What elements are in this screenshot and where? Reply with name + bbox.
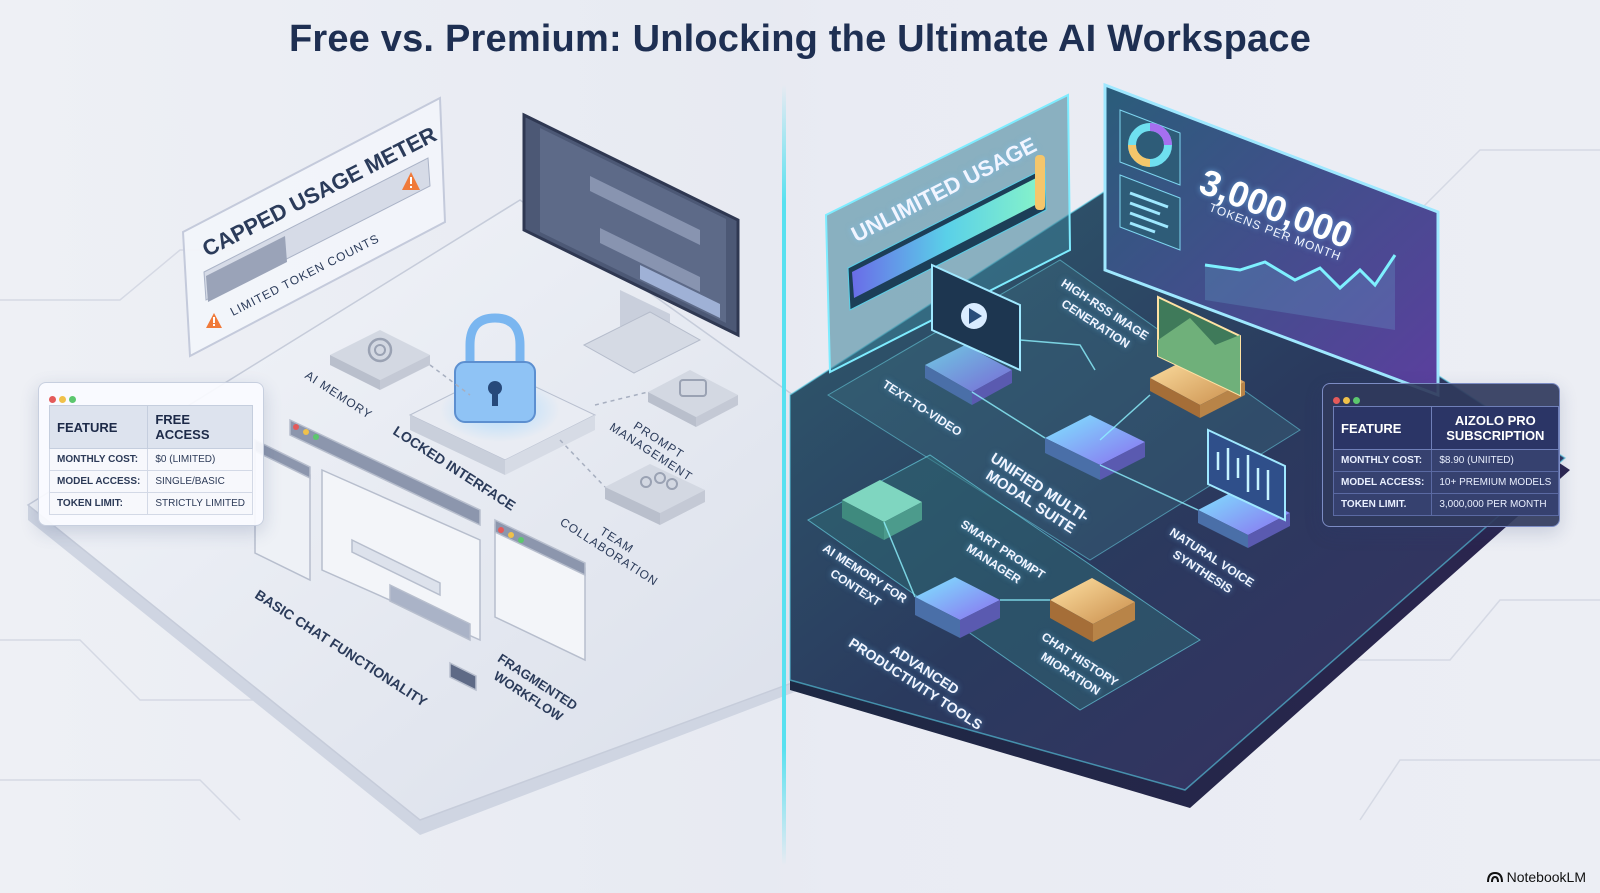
table-header: FREE ACCESS — [147, 405, 253, 449]
table-row: MODEL ACCESS: SINGLE/BASIC — [48, 470, 253, 493]
table-header: FEATURE — [48, 405, 149, 449]
window-controls — [293, 424, 524, 543]
table-row: TOKEN LIMIT. 3,000,000 PER MONTH — [1332, 493, 1560, 516]
table-cell: 3,000,000 PER MONTH — [1431, 493, 1560, 516]
window-controls — [1333, 391, 1363, 409]
table-header: FEATURE — [1332, 406, 1433, 450]
fragmented-windows — [254, 418, 586, 692]
text-to-video-tile — [925, 263, 1021, 405]
donut-chart-icon — [1128, 123, 1172, 167]
table-cell: TOKEN LIMIT. — [1332, 493, 1433, 516]
ai-memory-context-tile — [842, 480, 922, 540]
locked-interface — [408, 313, 597, 475]
table-cell: MONTHLY COST: — [1332, 449, 1433, 472]
tokens-trend-line — [1204, 254, 1397, 291]
team-icon — [605, 464, 705, 525]
chat-history-tile — [1050, 578, 1135, 642]
table-cell: $0 (LIMITED) — [147, 448, 253, 471]
table-cell: SINGLE/BASIC — [147, 470, 253, 493]
window-controls — [49, 390, 79, 408]
page-title: Free vs. Premium: Unlocking the Ultimate… — [288, 18, 1312, 60]
brand-name: NotebookLM — [1506, 869, 1586, 885]
warning-icon — [402, 172, 420, 190]
divider-line — [782, 85, 786, 865]
brand-watermark: NotebookLM — [1486, 869, 1586, 885]
waveform-icon — [1216, 448, 1270, 500]
table-row: MODEL ACCESS: 10+ PREMIUM MODELS — [1332, 471, 1560, 494]
play-icon — [961, 303, 987, 329]
unlimited-meter-card — [824, 93, 1072, 374]
warning-icon — [206, 313, 222, 328]
monitor — [522, 112, 740, 374]
table-row: MONTHLY COST: $8.90 (UNIITED) — [1332, 449, 1560, 472]
ai-memory-icon — [330, 330, 430, 390]
voice-synthesis-tile — [1198, 428, 1290, 548]
notebooklm-logo-icon — [1486, 871, 1503, 883]
table-cell: 10+ PREMIUM MODELS — [1431, 471, 1560, 494]
table-row: TOKEN LIMIT: STRICTLY LIMITED — [48, 492, 253, 515]
padlock-icon — [454, 313, 536, 423]
free-connector-lines — [429, 364, 649, 488]
premium-comparison-table: FEATURE AIZOLO PRO SUBSCRIPTION MONTHLY … — [1322, 383, 1560, 527]
table-cell: STRICTLY LIMITED — [147, 492, 253, 515]
smart-prompt-tile — [915, 577, 1000, 638]
table-cell: MODEL ACCESS: — [1332, 471, 1433, 494]
chat-bubble-icon — [648, 370, 738, 427]
free-comparison-table: FEATURE FREE ACCESS MONTHLY COST: $0 (LI… — [38, 382, 264, 526]
table-cell: TOKEN LIMIT: — [48, 492, 149, 515]
table-cell: $8.90 (UNIITED) — [1431, 449, 1560, 472]
table-row: MONTHLY COST: $0 (LIMITED) — [48, 448, 253, 471]
table-header: AIZOLO PRO SUBSCRIPTION — [1431, 406, 1560, 450]
connector-lines — [883, 339, 1199, 601]
table-cell: MONTHLY COST: — [48, 448, 149, 471]
capped-meter-card — [181, 96, 447, 358]
image-generation-tile — [1150, 295, 1245, 418]
table-cell: MODEL ACCESS: — [48, 470, 149, 493]
